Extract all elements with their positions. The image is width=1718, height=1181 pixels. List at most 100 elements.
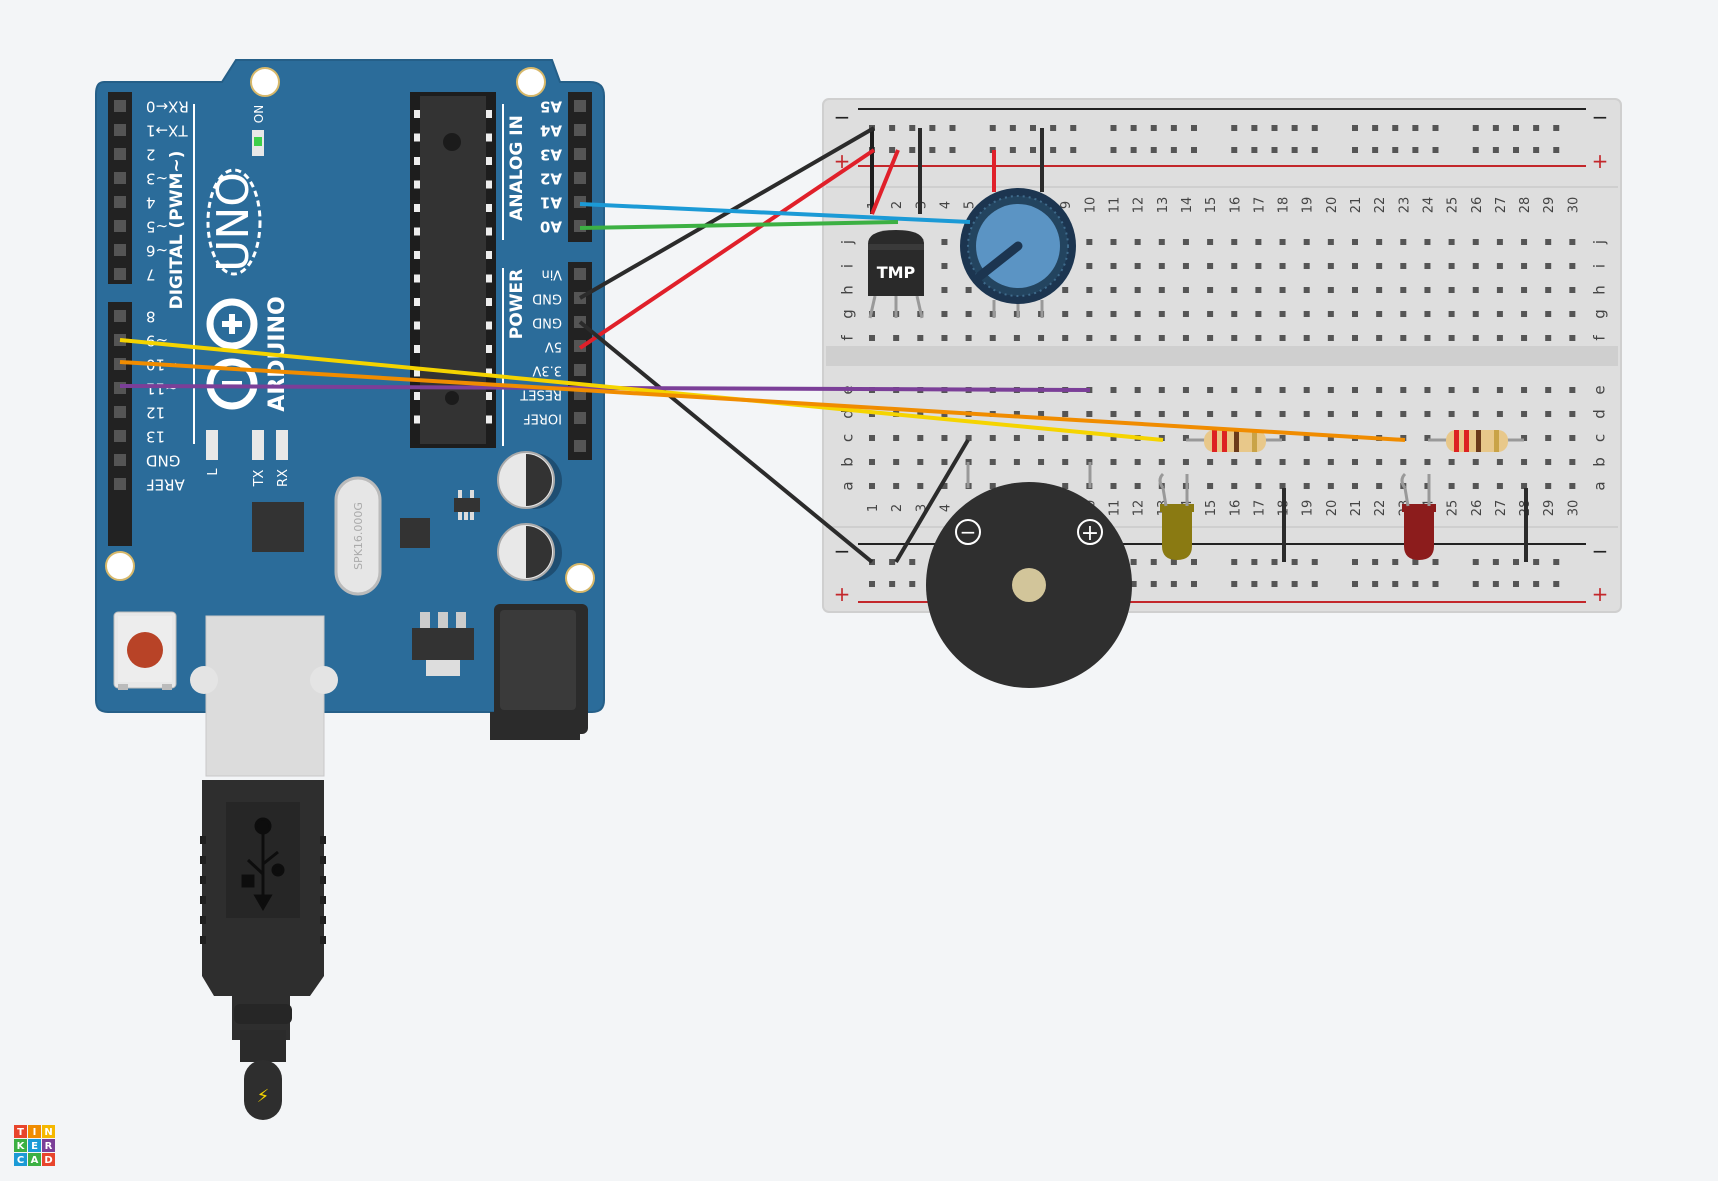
breadboard-hole[interactable] [1013, 335, 1020, 341]
rail-hole[interactable] [1291, 581, 1298, 587]
breadboard-hole[interactable] [1569, 263, 1576, 269]
breadboard-hole[interactable] [1569, 483, 1576, 489]
breadboard-hole[interactable] [1472, 387, 1479, 393]
rail-hole[interactable] [1432, 581, 1439, 587]
digital-pin-socket[interactable] [114, 172, 126, 184]
rail-hole[interactable] [1271, 147, 1278, 153]
rail-hole[interactable] [909, 147, 916, 153]
wire-pin10[interactable] [119, 360, 1406, 442]
breadboard-hole[interactable] [1231, 483, 1238, 489]
breadboard-hole[interactable] [1496, 411, 1503, 417]
breadboard-hole[interactable] [1472, 263, 1479, 269]
breadboard-hole[interactable] [1303, 311, 1310, 317]
breadboard-hole[interactable] [941, 483, 948, 489]
rail-hole[interactable] [1432, 559, 1439, 565]
breadboard-hole[interactable] [1255, 239, 1262, 245]
rail-hole[interactable] [1231, 125, 1238, 131]
breadboard-hole[interactable] [1303, 263, 1310, 269]
analog-pin-socket[interactable] [574, 196, 586, 208]
rail-hole[interactable] [1472, 125, 1479, 131]
rail-hole[interactable] [1492, 125, 1499, 131]
breadboard-hole[interactable] [1303, 411, 1310, 417]
breadboard-hole[interactable] [1448, 411, 1455, 417]
breadboard-hole[interactable] [1521, 483, 1528, 489]
rail-hole[interactable] [1553, 559, 1560, 565]
breadboard-hole[interactable] [1086, 411, 1093, 417]
breadboard-hole[interactable] [1110, 263, 1117, 269]
rail-hole[interactable] [1533, 147, 1540, 153]
breadboard-hole[interactable] [1207, 335, 1214, 341]
breadboard-hole[interactable] [1472, 459, 1479, 465]
breadboard-hole[interactable] [1110, 411, 1117, 417]
analog-pin-socket[interactable] [574, 124, 586, 136]
rail-hole[interactable] [1311, 559, 1318, 565]
breadboard-hole[interactable] [1134, 311, 1141, 317]
breadboard-hole[interactable] [1496, 387, 1503, 393]
breadboard-hole[interactable] [869, 483, 875, 489]
breadboard-hole[interactable] [1086, 311, 1093, 317]
rail-hole[interactable] [1412, 559, 1419, 565]
breadboard-hole[interactable] [1303, 287, 1310, 293]
breadboard-hole[interactable] [1400, 263, 1407, 269]
breadboard-hole[interactable] [965, 335, 972, 341]
breadboard-hole[interactable] [941, 287, 948, 293]
breadboard-hole[interactable] [1279, 411, 1286, 417]
rail-hole[interactable] [1251, 559, 1258, 565]
breadboard-hole[interactable] [1158, 287, 1165, 293]
rail-hole[interactable] [1372, 559, 1379, 565]
breadboard-hole[interactable] [1327, 263, 1334, 269]
rail-hole[interactable] [1291, 147, 1298, 153]
breadboard-hole[interactable] [1038, 459, 1045, 465]
rail-hole[interactable] [1432, 147, 1439, 153]
breadboard-hole[interactable] [1231, 263, 1238, 269]
digital-pin-socket[interactable] [114, 220, 126, 232]
breadboard-hole[interactable] [1569, 411, 1576, 417]
breadboard-hole[interactable] [1303, 335, 1310, 341]
breadboard-hole[interactable] [1496, 239, 1503, 245]
wire-5v[interactable] [578, 148, 876, 350]
breadboard-hole[interactable] [1110, 387, 1117, 393]
rail-hole[interactable] [1191, 559, 1197, 565]
rail-hole[interactable] [1130, 125, 1137, 131]
rail-hole[interactable] [989, 125, 996, 131]
breadboard-hole[interactable] [1424, 263, 1431, 269]
breadboard-hole[interactable] [1400, 387, 1407, 393]
breadboard-hole[interactable] [1158, 239, 1165, 245]
breadboard-hole[interactable] [1303, 435, 1310, 441]
breadboard-hole[interactable] [1255, 335, 1262, 341]
rail-hole[interactable] [1170, 147, 1177, 153]
breadboard-hole[interactable] [1279, 335, 1286, 341]
rail-hole[interactable] [1513, 559, 1519, 565]
breadboard-hole[interactable] [1424, 483, 1431, 489]
breadboard-hole[interactable] [1110, 483, 1117, 489]
rail-hole[interactable] [1170, 581, 1177, 587]
breadboard-hole[interactable] [1496, 287, 1503, 293]
breadboard-hole[interactable] [1013, 459, 1020, 465]
breadboard-hole[interactable] [1327, 387, 1334, 393]
rail-hole[interactable] [1110, 125, 1117, 131]
breadboard-hole[interactable] [1472, 239, 1479, 245]
breadboard-hole[interactable] [1472, 335, 1479, 341]
breadboard-hole[interactable] [1400, 311, 1407, 317]
rail-hole[interactable] [1191, 581, 1197, 587]
rail-hole[interactable] [1030, 125, 1036, 131]
breadboard-hole[interactable] [1521, 335, 1528, 341]
rail-hole[interactable] [1492, 581, 1499, 587]
rail-hole[interactable] [1070, 147, 1077, 153]
rail-hole[interactable] [1352, 147, 1358, 153]
rail-hole[interactable] [1030, 147, 1036, 153]
breadboard-hole[interactable] [1182, 411, 1189, 417]
breadboard-hole[interactable] [1569, 287, 1576, 293]
analog-pin-socket[interactable] [574, 172, 586, 184]
breadboard-hole[interactable] [1472, 411, 1479, 417]
breadboard-hole[interactable] [1352, 335, 1358, 341]
rail-hole[interactable] [1070, 125, 1077, 131]
rail-hole[interactable] [1352, 581, 1358, 587]
rail-hole[interactable] [1513, 125, 1519, 131]
breadboard-hole[interactable] [1086, 287, 1093, 293]
breadboard-hole[interactable] [1496, 263, 1503, 269]
breadboard-hole[interactable] [1376, 387, 1383, 393]
rail-hole[interactable] [1352, 125, 1358, 131]
power-pin-socket[interactable] [574, 412, 586, 424]
wire-gnd-bottom[interactable] [578, 320, 874, 564]
